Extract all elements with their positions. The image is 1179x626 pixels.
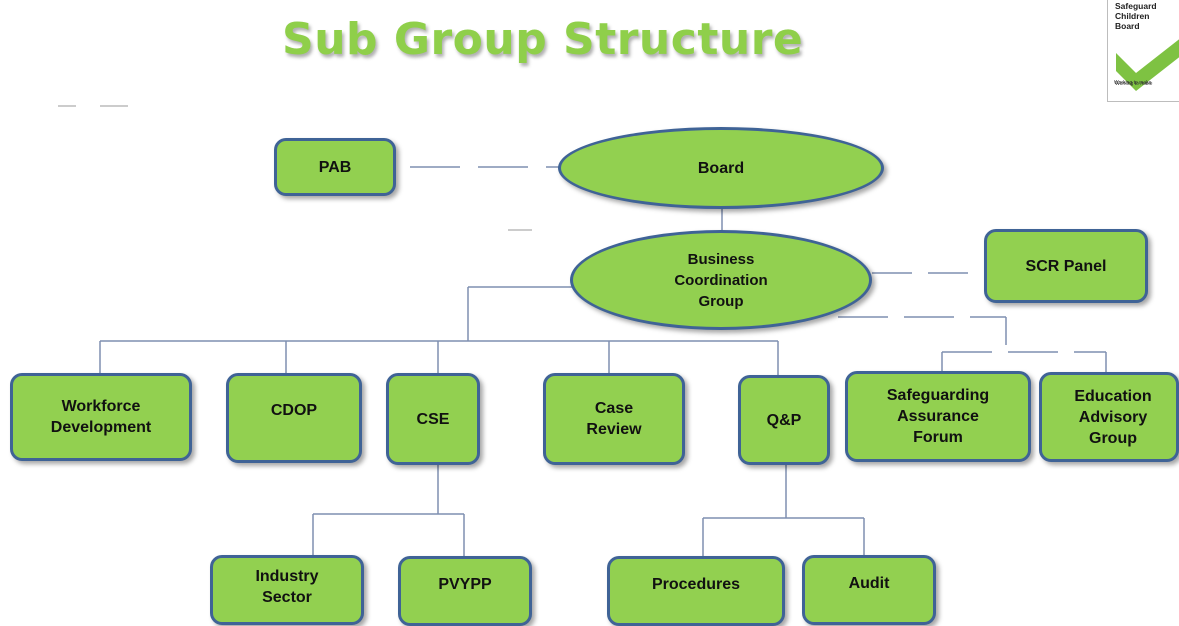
workforce-development-box: Workforce Development [10,373,192,461]
page-title: Sub Group Structure [282,14,804,65]
case-review-box: Case Review [543,373,685,465]
education-advisory-group-box: Education Advisory Group [1039,372,1179,462]
logo-tagline: Working to make [1115,81,1153,87]
pab-box: PAB [274,138,396,196]
cdop-box: CDOP [226,373,362,463]
board-logo: Safeguard Children Board Working to make [1107,0,1179,102]
cse-box: CSE [386,373,480,465]
checkmark-icon [1116,39,1179,91]
qp-box: Q&P [738,375,830,465]
scr-panel-box: SCR Panel [984,229,1148,303]
procedures-box: Procedures [607,556,785,626]
logo-tagline: Working to make [1114,80,1152,86]
logo-text: Safeguard Children Board [1115,1,1157,31]
board-ellipse: Board [558,127,884,209]
safeguarding-assurance-forum-box: Safeguarding Assurance Forum [845,371,1031,462]
audit-box: Audit [802,555,936,625]
business-coordination-ellipse: Business Coordination Group [570,230,872,330]
pvypp-box: PVYPP [398,556,532,626]
industry-sector-box: Industry Sector [210,555,364,625]
